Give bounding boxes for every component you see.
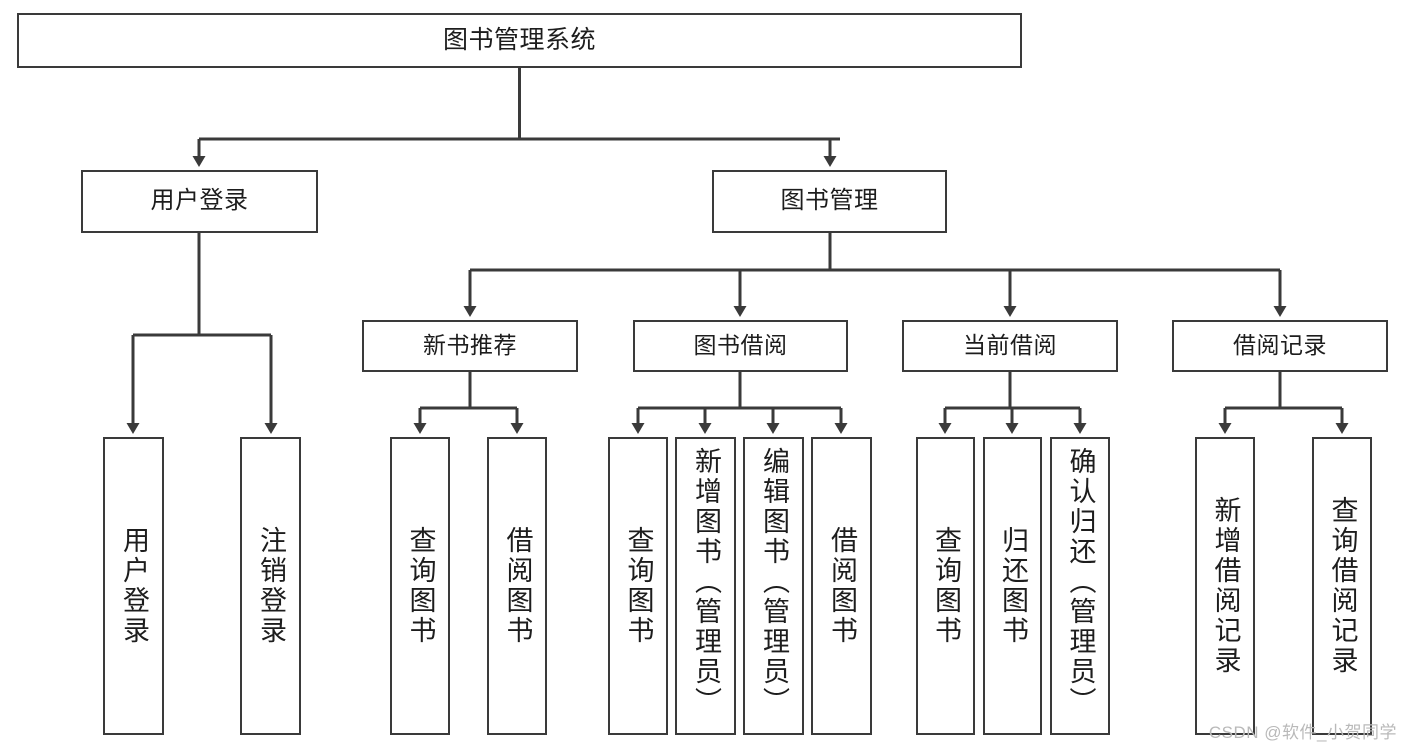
- leaf-edit-book-admin[interactable]: 编辑图书（管理员）: [743, 437, 804, 735]
- leaf-query-books-borrow-label: 查询图书: [623, 526, 654, 646]
- leaf-borrow-book-label: 借阅图书: [827, 526, 857, 646]
- leaf-add-borrow-record-label: 新增借阅记录: [1210, 496, 1241, 676]
- node-book-borrow-label: 图书借阅: [693, 332, 788, 359]
- leaf-add-book-admin[interactable]: 新增图书（管理员）: [675, 437, 736, 735]
- leaf-query-borrow-record[interactable]: 查询借阅记录: [1312, 437, 1372, 735]
- leaf-return-book[interactable]: 归还图书: [983, 437, 1042, 735]
- node-user-login[interactable]: 用户登录: [81, 170, 318, 233]
- leaf-add-book-admin-label: 新增图书（管理员）: [691, 447, 721, 717]
- leaf-return-book-label: 归还图书: [998, 526, 1028, 646]
- csdn-watermark: CSDN @软件_小贺同学: [1208, 723, 1397, 742]
- leaf-add-borrow-record[interactable]: 新增借阅记录: [1195, 437, 1255, 735]
- node-book-management[interactable]: 图书管理: [712, 170, 947, 233]
- node-borrow-records-label: 借阅记录: [1233, 332, 1327, 359]
- leaf-borrow-books-new[interactable]: 借阅图书: [487, 437, 547, 735]
- node-new-book-recommend-label: 新书推荐: [423, 332, 517, 359]
- node-root-system[interactable]: 图书管理系统: [17, 13, 1022, 68]
- leaf-query-borrow-record-label: 查询借阅记录: [1327, 496, 1358, 676]
- leaf-query-books-new[interactable]: 查询图书: [390, 437, 450, 735]
- leaf-user-login[interactable]: 用户登录: [103, 437, 164, 735]
- node-book-borrow[interactable]: 图书借阅: [633, 320, 848, 372]
- leaf-confirm-return-admin[interactable]: 确认归还（管理员）: [1050, 437, 1110, 735]
- leaf-user-login-label: 用户登录: [119, 526, 149, 646]
- node-borrow-records[interactable]: 借阅记录: [1172, 320, 1388, 372]
- node-new-book-recommend[interactable]: 新书推荐: [362, 320, 578, 372]
- leaf-query-books-borrow[interactable]: 查询图书: [608, 437, 668, 735]
- node-root-label: 图书管理系统: [442, 25, 596, 54]
- leaf-borrow-book[interactable]: 借阅图书: [811, 437, 872, 735]
- leaf-query-books-current[interactable]: 查询图书: [916, 437, 975, 735]
- leaf-logout-label: 注销登录: [256, 526, 286, 646]
- leaf-edit-book-admin-label: 编辑图书（管理员）: [759, 447, 789, 717]
- leaf-query-books-new-label: 查询图书: [405, 526, 436, 646]
- leaf-query-books-current-label: 查询图书: [931, 526, 961, 646]
- node-current-borrow[interactable]: 当前借阅: [902, 320, 1118, 372]
- node-current-borrow-label: 当前借阅: [963, 332, 1057, 359]
- leaf-logout[interactable]: 注销登录: [240, 437, 301, 735]
- node-user-login-label: 用户登录: [150, 187, 249, 215]
- node-book-management-label: 图书管理: [780, 187, 879, 215]
- leaf-confirm-return-admin-label: 确认归还（管理员）: [1065, 447, 1096, 717]
- leaf-borrow-books-new-label: 借阅图书: [502, 526, 533, 646]
